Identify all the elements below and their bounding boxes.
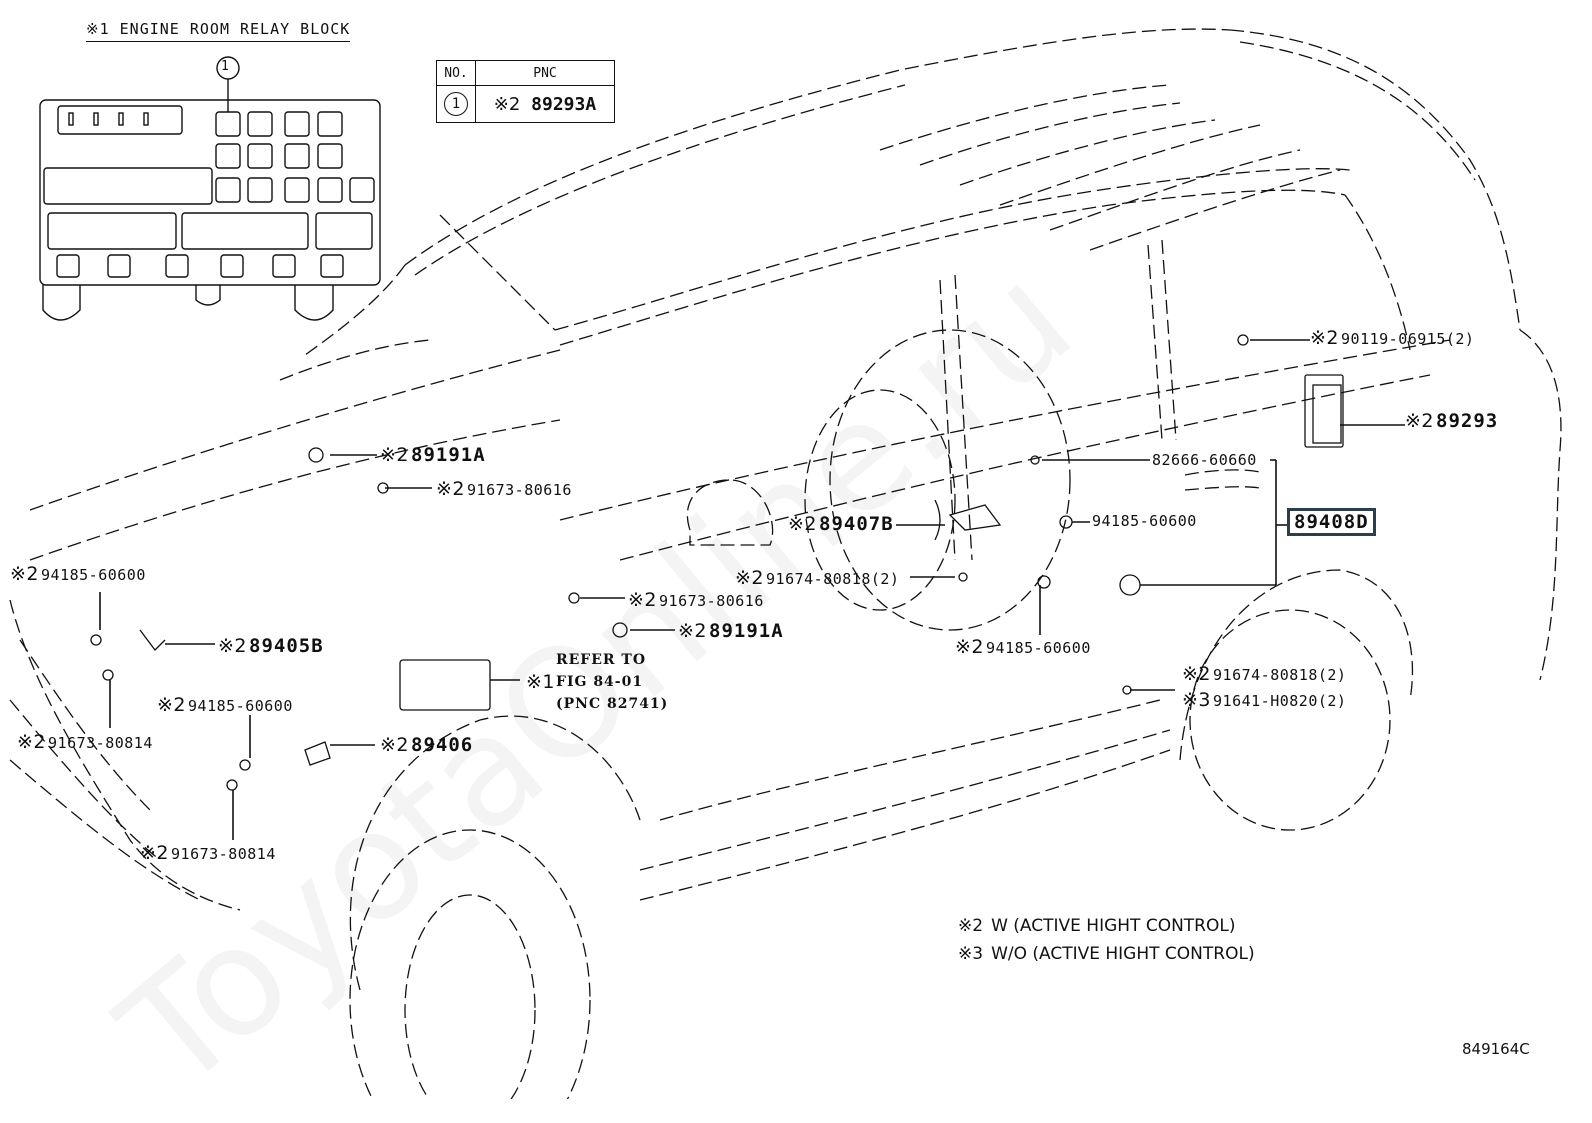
footnote-3: ※3 W/O (ACTIVE HIGHT CONTROL): [958, 940, 1255, 968]
footnote-text: W (ACTIVE HIGHT CONTROL): [991, 916, 1236, 936]
part-number: 89405B: [249, 635, 324, 657]
footnotes: ※2 W (ACTIVE HIGHT CONTROL) ※3 W/O (ACTIVE…: [958, 912, 1255, 968]
pnc-row-mark: ※2: [493, 93, 521, 115]
pnc-table: NO. PNC 1 ※2 89293A: [436, 60, 615, 123]
part-number: 91673-80814: [171, 845, 276, 863]
pnc-table-row: 1 ※2 89293A: [436, 85, 615, 123]
part-number: 82666-60660: [1152, 451, 1257, 469]
note-mark: ※2: [958, 916, 984, 936]
note-mark: ※2: [1310, 327, 1340, 349]
part-number: 91674-80818(2): [1213, 666, 1347, 684]
note-mark: ※2: [436, 478, 466, 500]
part-number: 91673-80616: [467, 481, 572, 499]
refer-to-note[interactable]: REFER TO FIG 84-01 (PNC 82741): [556, 649, 668, 715]
refer-mark: ※1: [526, 671, 556, 693]
footnote-2: ※2 W (ACTIVE HIGHT CONTROL): [958, 912, 1255, 940]
part-number: 94185-60600: [986, 639, 1091, 657]
note-mark: ※2: [380, 444, 410, 466]
callout-89408D[interactable]: 89408D: [1287, 508, 1376, 536]
pnc-row-number: 1: [444, 92, 468, 116]
note-mark: ※3: [1182, 689, 1212, 711]
part-number: 94185-60600: [1092, 512, 1197, 530]
part-number: 89191A: [709, 620, 784, 642]
refer-line-3: (PNC 82741): [556, 696, 669, 712]
part-number: 91673-80814: [48, 734, 153, 752]
part-number: 91641-H0820(2): [1213, 692, 1347, 710]
vehicle-line-drawing: [9, 28, 1562, 1099]
note-mark: ※3: [958, 944, 984, 964]
note-mark: ※2: [1405, 410, 1435, 432]
relay-callout-number: 1: [221, 59, 229, 74]
refer-line-1: REFER TO: [556, 652, 647, 668]
note-mark: ※2: [380, 734, 410, 756]
note-mark: ※2: [140, 842, 170, 864]
callout-94185-60600-right[interactable]: 94185-60600: [1092, 512, 1197, 530]
note-mark: ※2: [788, 513, 818, 535]
figure-code: 849164C: [1462, 1040, 1530, 1058]
note-mark: ※2: [628, 589, 658, 611]
callout-82666-60660[interactable]: 82666-60660: [1152, 451, 1257, 469]
part-number: 89406: [411, 734, 474, 756]
refer-line-2: FIG 84-01: [556, 674, 644, 690]
part-glyphs: [90, 334, 1344, 791]
leader-lines: [99, 339, 1405, 840]
note-mark: ※2: [678, 620, 708, 642]
part-number: 89191A: [411, 444, 486, 466]
pnc-header-pnc: PNC: [475, 60, 615, 86]
part-number: 89407B: [819, 513, 894, 535]
part-number: 94185-60600: [188, 697, 293, 715]
pnc-row-part[interactable]: 89293A: [531, 93, 597, 115]
relay-block-title: ※1 ENGINE ROOM RELAY BLOCK: [86, 20, 351, 42]
note-mark: ※2: [17, 731, 47, 753]
car-body-outline: [9, 28, 1562, 1099]
part-number-highlighted: 89408D: [1287, 508, 1376, 536]
note-mark: ※2: [955, 636, 985, 658]
part-number: 91674-80818(2): [766, 570, 900, 588]
footnote-text: W/O (ACTIVE HIGHT CONTROL): [991, 944, 1255, 964]
note-mark: ※2: [218, 635, 248, 657]
note-mark: ※2: [735, 567, 765, 589]
pnc-header-no: NO.: [436, 60, 476, 86]
note-mark: ※2: [1182, 663, 1212, 685]
note-mark: ※2: [157, 694, 187, 716]
part-number: 94185-60600: [41, 566, 146, 584]
part-number: 91673-80616: [659, 592, 764, 610]
note-mark: ※2: [10, 563, 40, 585]
part-number: 89293: [1436, 410, 1499, 432]
part-number: 90119-06915(2): [1341, 330, 1475, 348]
relay-block-drawing: [39, 56, 381, 321]
